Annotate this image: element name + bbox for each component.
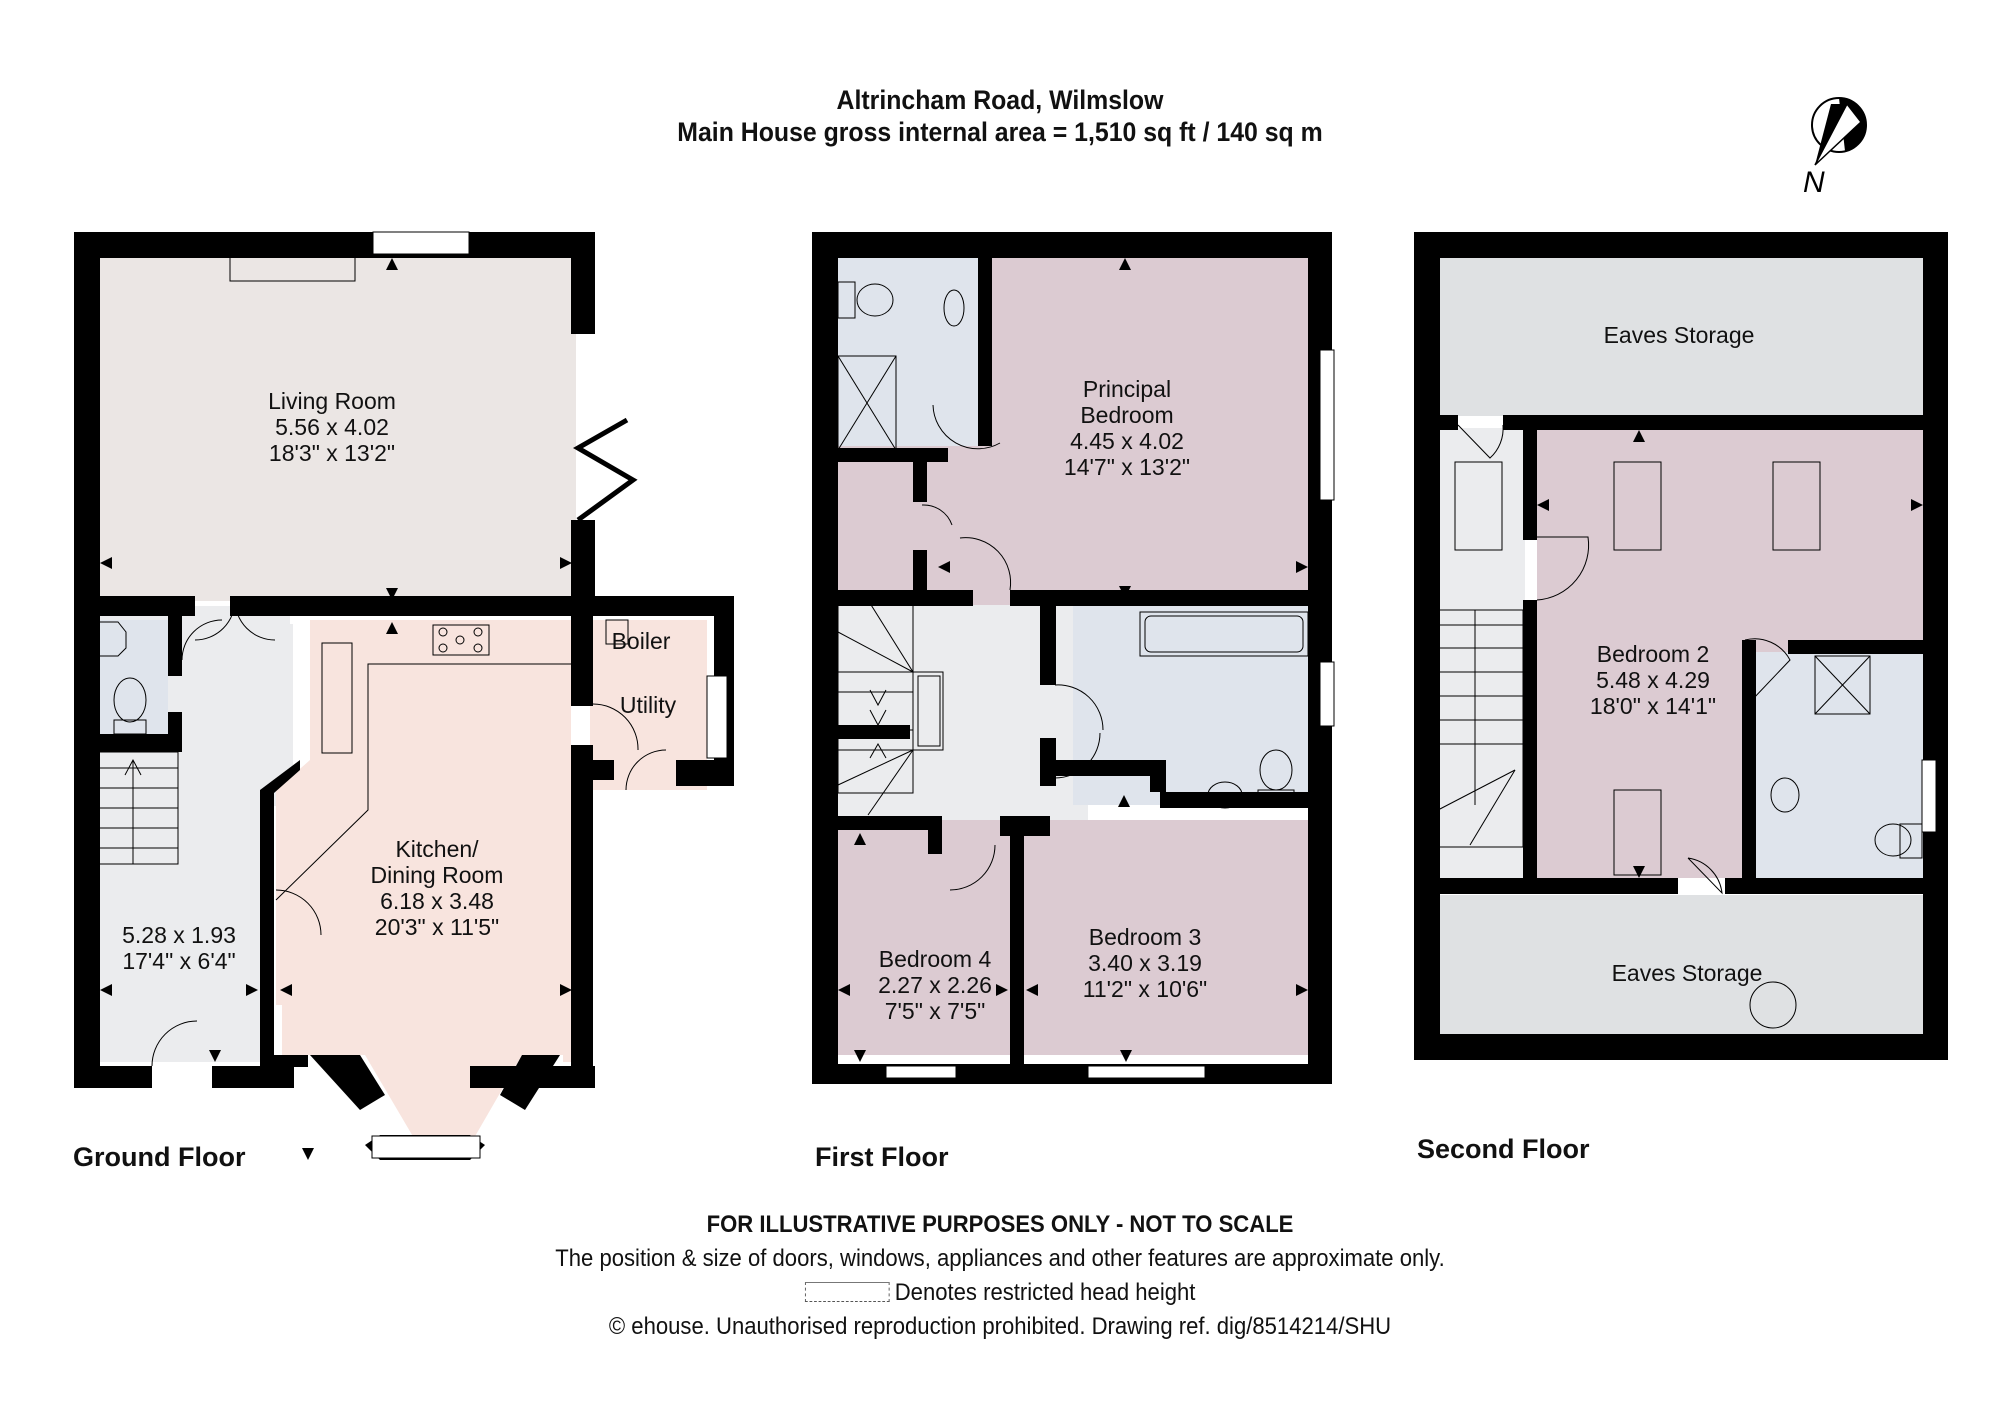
room-metric: 6.18 x 3.48 (380, 888, 494, 914)
room-name-2: Bedroom (1080, 402, 1174, 428)
room-name: Bedroom 2 (1596, 641, 1710, 667)
disclaimer-note: The position & size of doors, windows, a… (555, 1245, 1445, 1272)
room-name: Eaves Storage (1611, 960, 1763, 986)
room-boiler: Boiler (612, 628, 671, 654)
room-metric: 5.56 x 4.02 (275, 414, 389, 440)
room-imperial: 20'3" x 11'5" (374, 914, 500, 940)
legend-text: Denotes restricted head height (894, 1279, 1196, 1306)
room-principal-bedroom: Principal Bedroom 4.45 x 4.02 14'7" x 13… (1064, 376, 1190, 480)
header: Altrincham Road, Wilmslow Main House gro… (0, 84, 2000, 148)
room-utility: Utility (620, 692, 676, 718)
room-metric: 4.45 x 4.02 (1070, 428, 1184, 454)
room-name: Bedroom 4 (878, 946, 992, 972)
room-imperial: 18'3" x 13'2" (268, 440, 396, 466)
room-metric: 5.48 x 4.29 (1596, 667, 1710, 693)
room-bedroom-4: Bedroom 4 2.27 x 2.26 7'5" x 7'5" (878, 946, 992, 1024)
room-bedroom-2: Bedroom 2 5.48 x 4.29 18'0" x 14'1" (1590, 641, 1716, 719)
room-imperial: 18'0" x 14'1" (1589, 693, 1717, 719)
ground-floor-plan (74, 231, 734, 1160)
room-hall: 5.28 x 1.93 17'4" x 6'4" (122, 922, 236, 974)
area-subtitle: Main House gross internal area = 1,510 s… (677, 117, 1323, 147)
second-floor-plan (1414, 232, 1948, 1060)
copyright: © ehouse. Unauthorised reproduction proh… (608, 1313, 1392, 1340)
room-kitchen-dining: Kitchen/ Dining Room 6.18 x 3.48 20'3" x… (371, 836, 504, 940)
room-eaves-storage-bottom: Eaves Storage (1612, 960, 1763, 986)
room-bedroom-3: Bedroom 3 3.40 x 3.19 11'2" x 10'6" (1083, 924, 1207, 1002)
room-imperial: 14'7" x 13'2" (1063, 454, 1191, 480)
room-imperial: 7'5" x 7'5" (884, 998, 986, 1024)
room-name: Utility (619, 692, 677, 718)
footer: FOR ILLUSTRATIVE PURPOSES ONLY - NOT TO … (0, 1208, 2000, 1344)
compass-label: N (1803, 166, 1825, 199)
floor-label-first: First Floor (815, 1142, 949, 1172)
room-eaves-storage-top: Eaves Storage (1604, 322, 1755, 348)
room-name: Living Room (268, 388, 396, 414)
room-living-room: Living Room 5.56 x 4.02 18'3" x 13'2" (268, 388, 396, 466)
page-title: Altrincham Road, Wilmslow (836, 85, 1164, 115)
room-name: Kitchen/ (395, 836, 479, 862)
room-metric: 5.28 x 1.93 (122, 922, 236, 948)
restricted-head-height-swatch-icon (804, 1282, 890, 1302)
floor-label-second: Second Floor (1417, 1134, 1590, 1164)
north-arrow-icon: N (1803, 97, 1867, 199)
room-metric: 3.40 x 3.19 (1088, 950, 1202, 976)
room-name: Eaves Storage (1603, 322, 1755, 348)
room-imperial: 11'2" x 10'6" (1082, 976, 1208, 1002)
room-imperial: 17'4" x 6'4" (122, 948, 236, 974)
room-name: Bedroom 3 (1088, 924, 1202, 950)
first-floor-plan (812, 232, 1335, 1084)
room-name: Boiler (611, 628, 671, 654)
room-name: Principal (1082, 376, 1172, 402)
disclaimer: FOR ILLUSTRATIVE PURPOSES ONLY - NOT TO … (706, 1211, 1294, 1238)
legend: Denotes restricted head height (80, 1276, 1920, 1310)
floor-label-ground: Ground Floor (73, 1142, 246, 1172)
room-name-2: Dining Room (370, 862, 504, 888)
room-metric: 2.27 x 2.26 (878, 972, 992, 998)
